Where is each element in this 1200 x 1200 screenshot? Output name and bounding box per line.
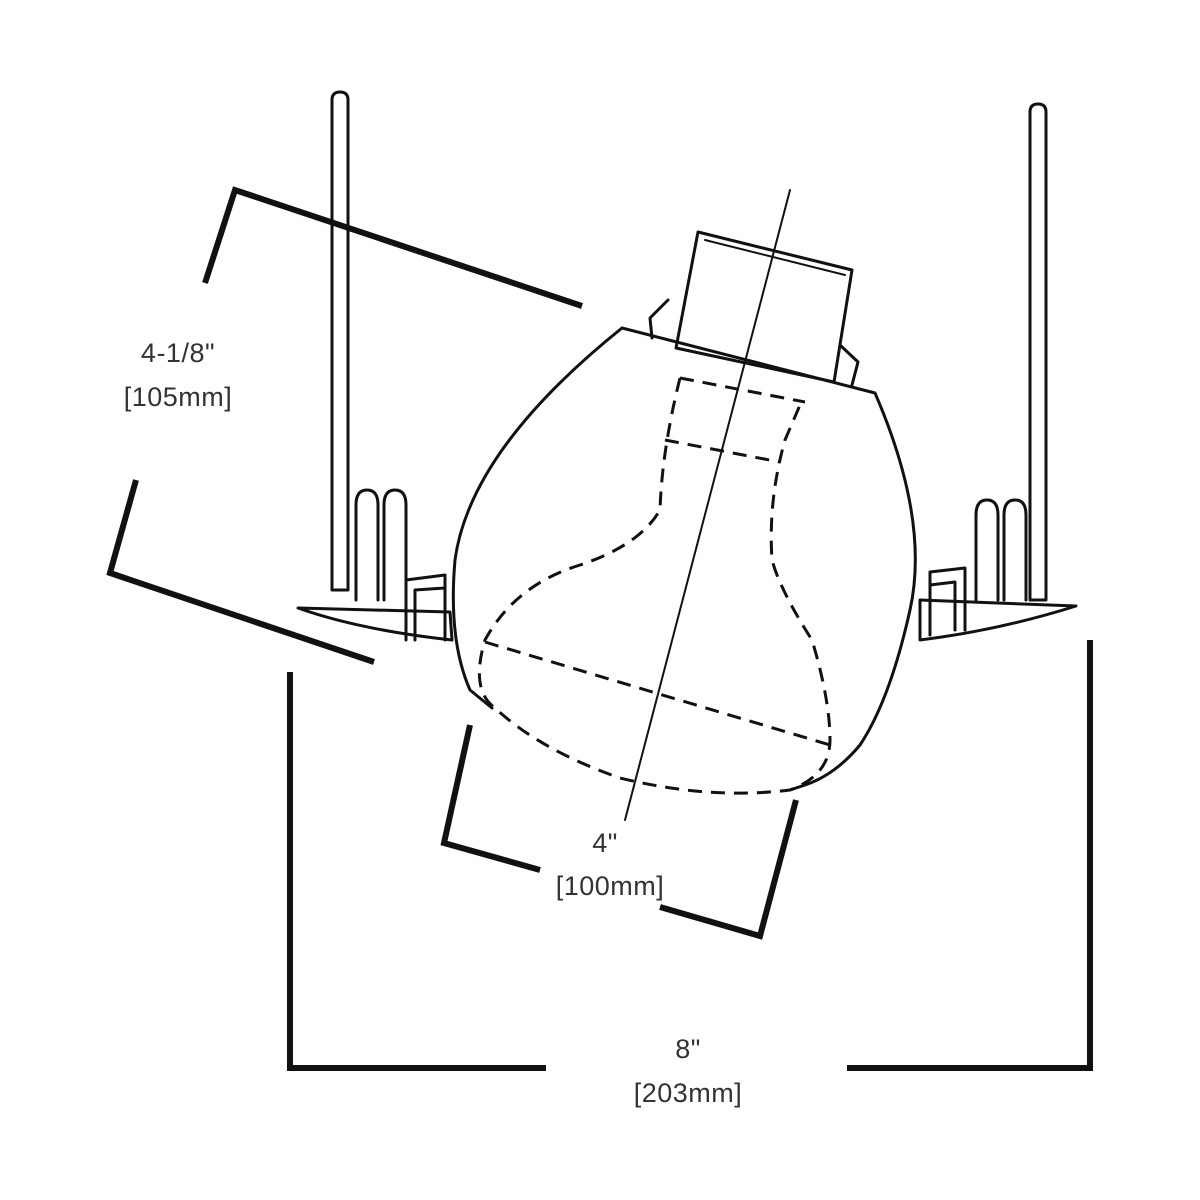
aperture-metric-label: [100mm] <box>556 871 665 901</box>
width-dimension-bracket <box>287 640 1093 1071</box>
width-metric-label: [203mm] <box>634 1078 743 1108</box>
optical-axis-line <box>624 189 791 821</box>
right-trim-flange <box>918 598 1078 642</box>
aperture-dimension-bracket <box>440 724 799 940</box>
right-mounting-rod <box>1028 102 1048 602</box>
left-trim-flange <box>296 606 454 642</box>
lamp-outline-dashed <box>477 376 832 795</box>
aperture-imperial-label: 4" <box>592 828 618 858</box>
width-imperial-label: 8" <box>675 1034 701 1064</box>
height-imperial-label: 4-1/8" <box>141 338 215 368</box>
gimbal-housing <box>451 326 917 792</box>
right-spring-clips <box>928 498 1028 637</box>
left-mounting-rod <box>330 90 350 592</box>
height-dimension-bracket <box>106 186 583 665</box>
left-spring-clips <box>354 488 447 642</box>
height-metric-label: [105mm] <box>124 382 233 412</box>
